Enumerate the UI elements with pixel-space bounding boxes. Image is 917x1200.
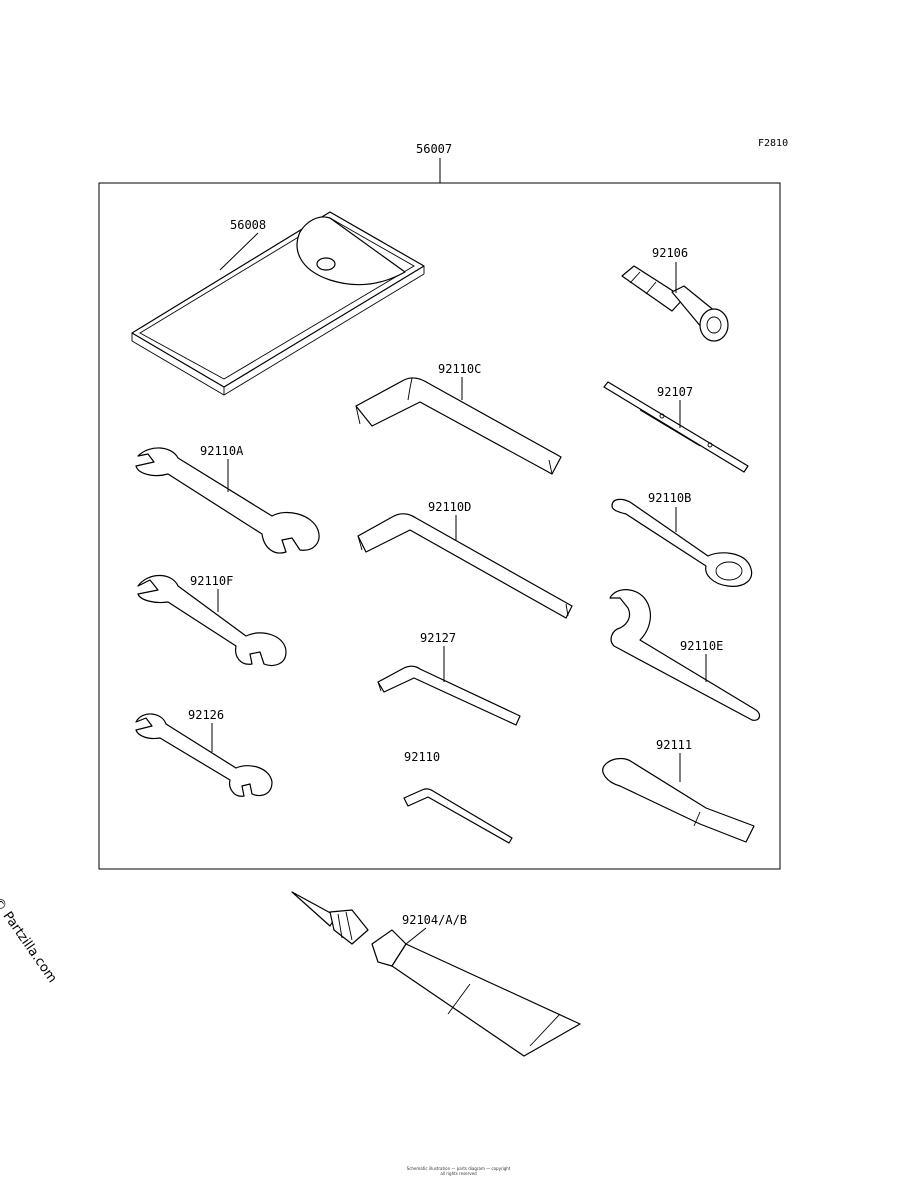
hex-key-92110C[interactable]	[355, 377, 562, 475]
label-92110B[interactable]: 92110B	[648, 491, 691, 505]
label-92106[interactable]: 92106	[652, 246, 688, 260]
hex-key-92110[interactable]	[403, 788, 513, 844]
leader-56008	[219, 232, 259, 271]
wrench-92110F[interactable]	[137, 574, 287, 667]
tool-bag-56008[interactable]	[131, 211, 425, 396]
figure-code: F2810	[758, 138, 788, 149]
screwdriver-92107[interactable]	[603, 381, 749, 473]
wrench-92110A[interactable]	[135, 447, 320, 554]
wrench-92126[interactable]	[135, 713, 273, 797]
label-92107[interactable]: 92107	[657, 385, 693, 399]
label-92110D[interactable]: 92110D	[428, 500, 471, 514]
wrench-92110B[interactable]	[611, 498, 753, 587]
toolkit-frame	[98, 182, 781, 870]
hex-key-92110D[interactable]	[357, 513, 573, 619]
label-92110[interactable]: 92110	[404, 750, 440, 764]
label-56008[interactable]: 56008	[230, 218, 266, 232]
grease-tube-92104[interactable]	[291, 891, 581, 1057]
hook-wrench-92110E[interactable]	[609, 589, 761, 721]
label-92110E[interactable]: 92110E	[680, 639, 723, 653]
label-92104[interactable]: 92104/A/B	[402, 913, 467, 927]
label-92110C[interactable]: 92110C	[438, 362, 481, 376]
label-92127[interactable]: 92127	[420, 631, 456, 645]
label-92126[interactable]: 92126	[188, 708, 224, 722]
label-92110F[interactable]: 92110F	[190, 574, 233, 588]
label-92111[interactable]: 92111	[656, 738, 692, 752]
label-56007[interactable]: 56007	[416, 142, 452, 156]
copyright-footer: Schematic illustration — parts diagram —…	[0, 1166, 917, 1176]
label-92110A[interactable]: 92110A	[200, 444, 244, 458]
socket-92106[interactable]	[621, 265, 729, 342]
handle-92111[interactable]	[602, 757, 755, 843]
footer-line-2: all rights reserved	[440, 1171, 477, 1176]
footer-line-1: Schematic illustration — parts diagram —…	[406, 1166, 511, 1171]
hex-key-92127[interactable]	[377, 665, 521, 726]
leader-92104	[405, 927, 427, 945]
